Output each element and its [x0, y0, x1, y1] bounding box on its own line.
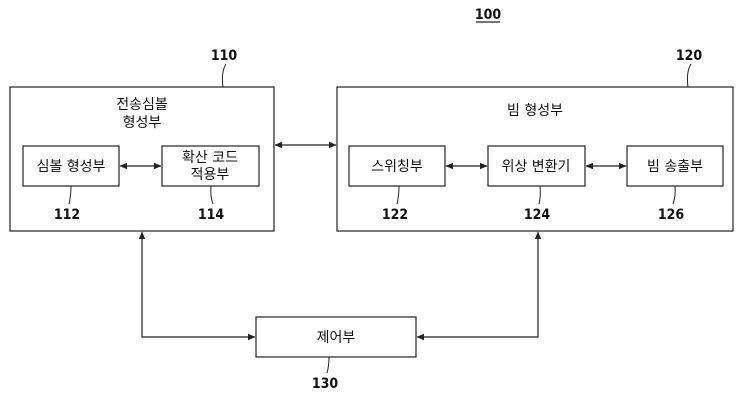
- beam-transmitter-label: 빔 송출부: [647, 159, 703, 175]
- ref-number-114: 114: [198, 207, 225, 223]
- ref-number-112: 112: [54, 207, 80, 223]
- ref-number-120: 120: [676, 48, 703, 64]
- figure-number: 100: [475, 7, 502, 23]
- phase-shifter-label: 위상 변환기: [502, 159, 571, 175]
- symbol-former-label: 심볼 형성부: [37, 159, 106, 175]
- ref-leader-126: [672, 185, 676, 205]
- controller-block: 제어부 130: [255, 316, 417, 392]
- switching-unit-block: 스위칭부 122: [348, 145, 446, 223]
- controller-label: 제어부: [317, 330, 356, 346]
- ref-number-110: 110: [211, 48, 238, 64]
- ref-leader-124: [538, 185, 541, 205]
- ref-number-130: 130: [312, 376, 339, 392]
- ref-number-124: 124: [524, 207, 551, 223]
- arrow-120-130: [416, 231, 542, 341]
- ref-leader-130: [326, 356, 330, 374]
- ref-leader-112: [68, 185, 72, 205]
- transmit-symbol-former-label-line1: 전송심볼: [116, 97, 168, 113]
- spreading-code-applier-label-line1: 확산 코드: [182, 150, 238, 166]
- symbol-former-block: 심볼 형성부 112: [22, 145, 120, 223]
- ref-leader-122: [396, 185, 400, 205]
- phase-shifter-box: [487, 145, 586, 187]
- connections: [119, 141, 627, 341]
- ref-leader-110: [221, 63, 227, 88]
- spreading-code-applier-block: 확산 코드 적용부 114: [161, 145, 260, 223]
- beam-transmitter-block: 빔 송출부 126: [626, 145, 724, 223]
- controller-box: [255, 316, 417, 358]
- spreading-code-applier-box: [161, 145, 260, 187]
- switching-unit-label: 스위칭부: [371, 159, 423, 175]
- spreading-code-applier-label-line2: 적용부: [191, 167, 230, 183]
- beam-transmitter-box: [626, 145, 724, 187]
- switching-unit-box: [348, 145, 446, 187]
- figure-reference: 100: [475, 7, 502, 23]
- ref-leader-120: [686, 63, 692, 88]
- symbol-former-box: [22, 145, 120, 187]
- ref-leader-114: [210, 185, 214, 205]
- transmit-symbol-former-label-line2: 형성부: [123, 115, 162, 131]
- arrow-110-130: [138, 231, 256, 341]
- beam-former-label: 빔 형성부: [507, 103, 563, 119]
- phase-shifter-block: 위상 변환기 124: [487, 145, 586, 223]
- transmit-symbol-former-block: 전송심볼 형성부 110: [9, 48, 275, 232]
- ref-number-126: 126: [658, 207, 685, 223]
- ref-number-122: 122: [382, 207, 408, 223]
